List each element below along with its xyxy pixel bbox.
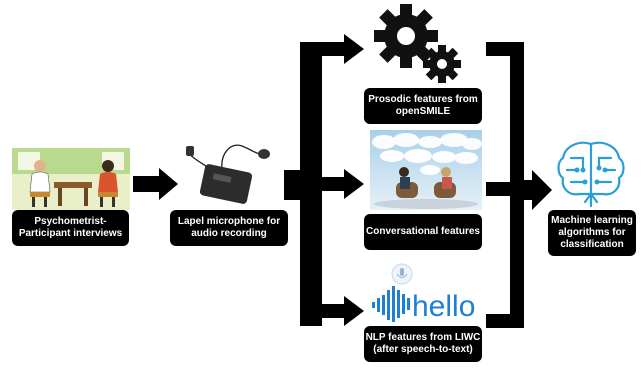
lapel-microphone-image [186,144,270,204]
nlp-label-line2: (after speech-to-text) [373,344,473,355]
hello-text: hello [412,290,475,323]
conversation-image [370,130,482,210]
ml-label-line1: Machine learning [551,215,633,226]
ml-label: Machine learning algorithms for classifi… [548,210,636,256]
microphone-label-line1: Lapel microphone for [177,216,281,227]
nlp-label-line1: NLP features from LIWC [365,332,481,343]
arrow-microphone-to-bracket [284,170,304,200]
interviews-label: Psychometrist- Participant interviews [12,210,129,246]
speech-hello-image: hello [372,263,475,323]
interviews-label-line2: Participant interviews [18,228,123,239]
gears-icon [374,4,461,83]
microphone-label-line2: audio recording [191,228,267,239]
ml-label-line2: algorithms for [558,227,626,238]
prosodic-label-line2: openSMILE [395,106,451,117]
conversational-label-line1: Conversational features [366,226,480,237]
left-bracket-branch [300,34,364,326]
nlp-label: NLP features from LIWC (after speech-to-… [364,326,482,362]
conversational-label: Conversational features [364,214,482,250]
interview-illustration [12,148,130,210]
arrow-interviews-to-microphone [133,168,178,200]
interviews-label-line1: Psychometrist- [34,216,107,227]
brain-circuit-icon [557,141,625,208]
prosodic-label: Prosodic features from openSMILE [364,88,482,124]
microphone-label: Lapel microphone for audio recording [170,210,288,246]
ml-label-line3: classification [560,239,624,250]
prosodic-label-line1: Prosodic features from [368,94,478,105]
right-bracket-merge [486,42,552,328]
